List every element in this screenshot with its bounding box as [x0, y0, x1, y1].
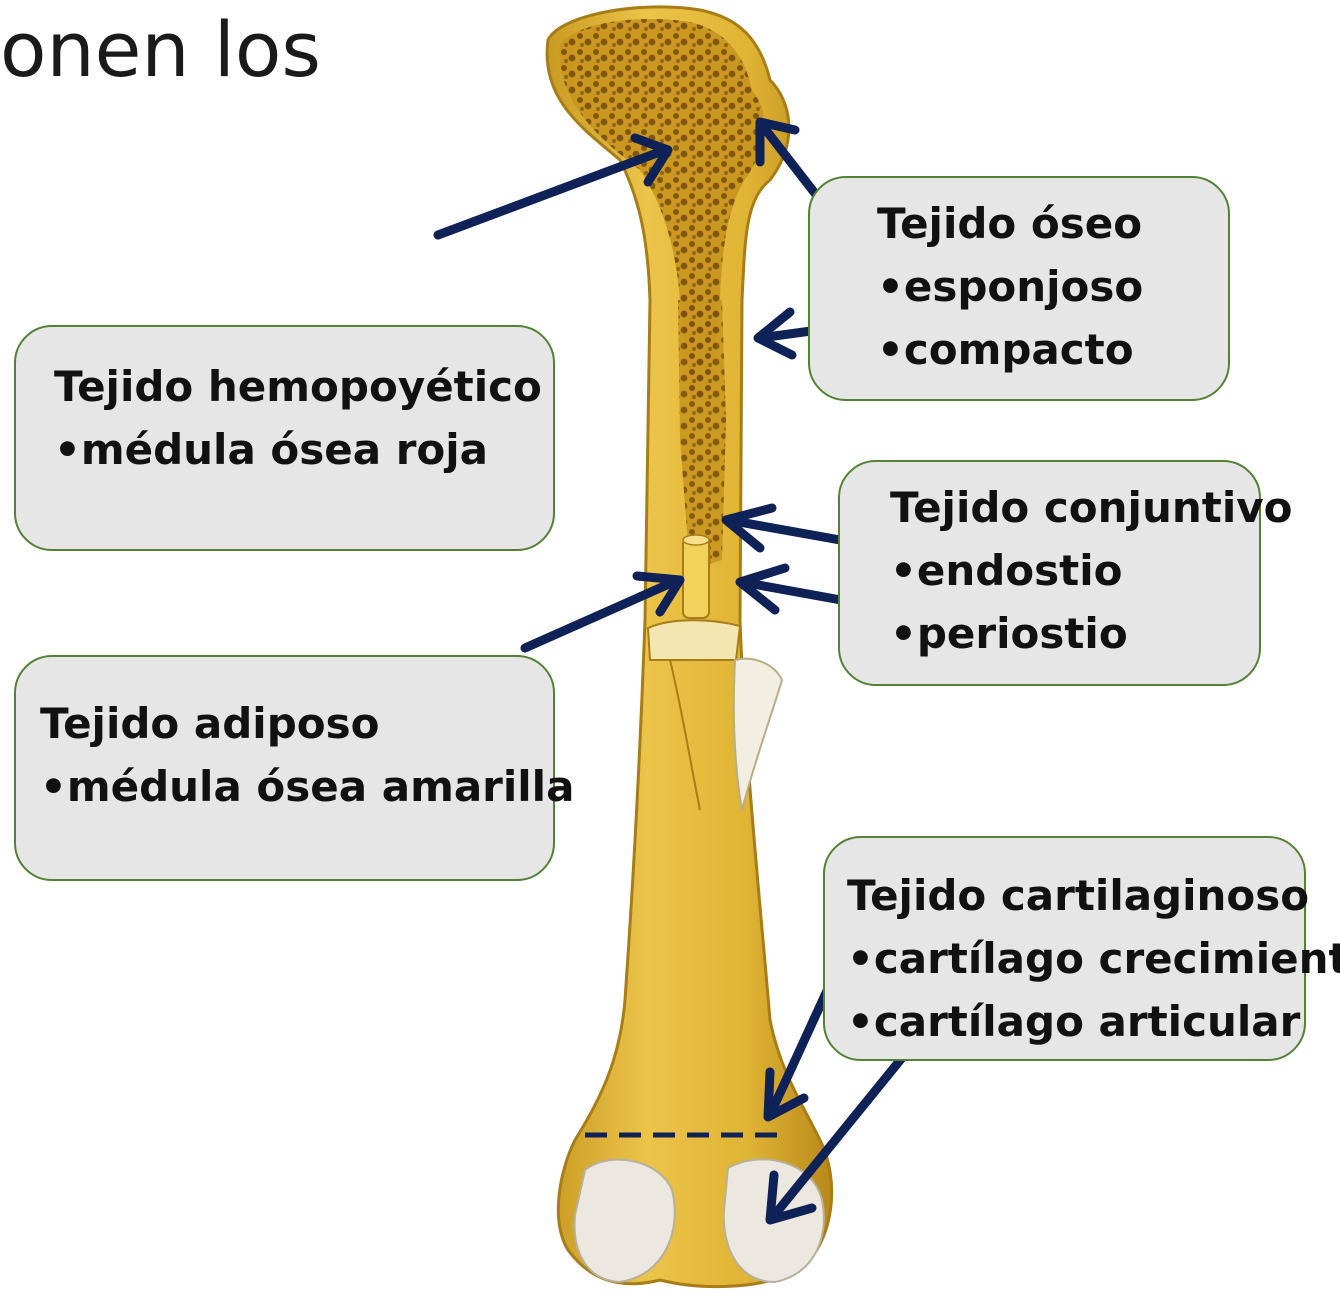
box-tejido-conjuntivo: Tejido conjuntivo •endostio •periostio: [838, 460, 1261, 686]
box-item: •periostio: [890, 602, 1292, 665]
box-tejido-hemopoyetico: Tejido hemopoyético •médula ósea roja: [14, 325, 555, 551]
box-item: •endostio: [890, 539, 1292, 602]
box-item: •cartílago articular: [847, 990, 1340, 1053]
periosteum-flap: [734, 659, 782, 810]
box-tejido-adiposo: Tejido adiposo •médula ósea amarilla: [14, 655, 555, 881]
box-item: •compacto: [877, 318, 1143, 381]
box-item: •esponjoso: [877, 255, 1143, 318]
box-item: •médula ósea roja: [54, 418, 542, 481]
yellow-marrow-plug: [683, 538, 709, 618]
box-tejido-oseo: Tejido óseo •esponjoso •compacto: [808, 176, 1230, 401]
box-title: Tejido adiposo: [40, 692, 574, 755]
cut-section: [648, 620, 740, 660]
box-title: Tejido hemopoyético: [54, 355, 542, 418]
box-tejido-cartilaginoso: Tejido cartilaginoso •cartílago crecimie…: [823, 836, 1306, 1061]
box-title: Tejido cartilaginoso: [847, 864, 1340, 927]
box-title: Tejido óseo: [877, 192, 1143, 255]
box-item: •médula ósea amarilla: [40, 755, 574, 818]
box-title: Tejido conjuntivo: [890, 476, 1292, 539]
box-item: •cartílago crecimiento: [847, 927, 1340, 990]
